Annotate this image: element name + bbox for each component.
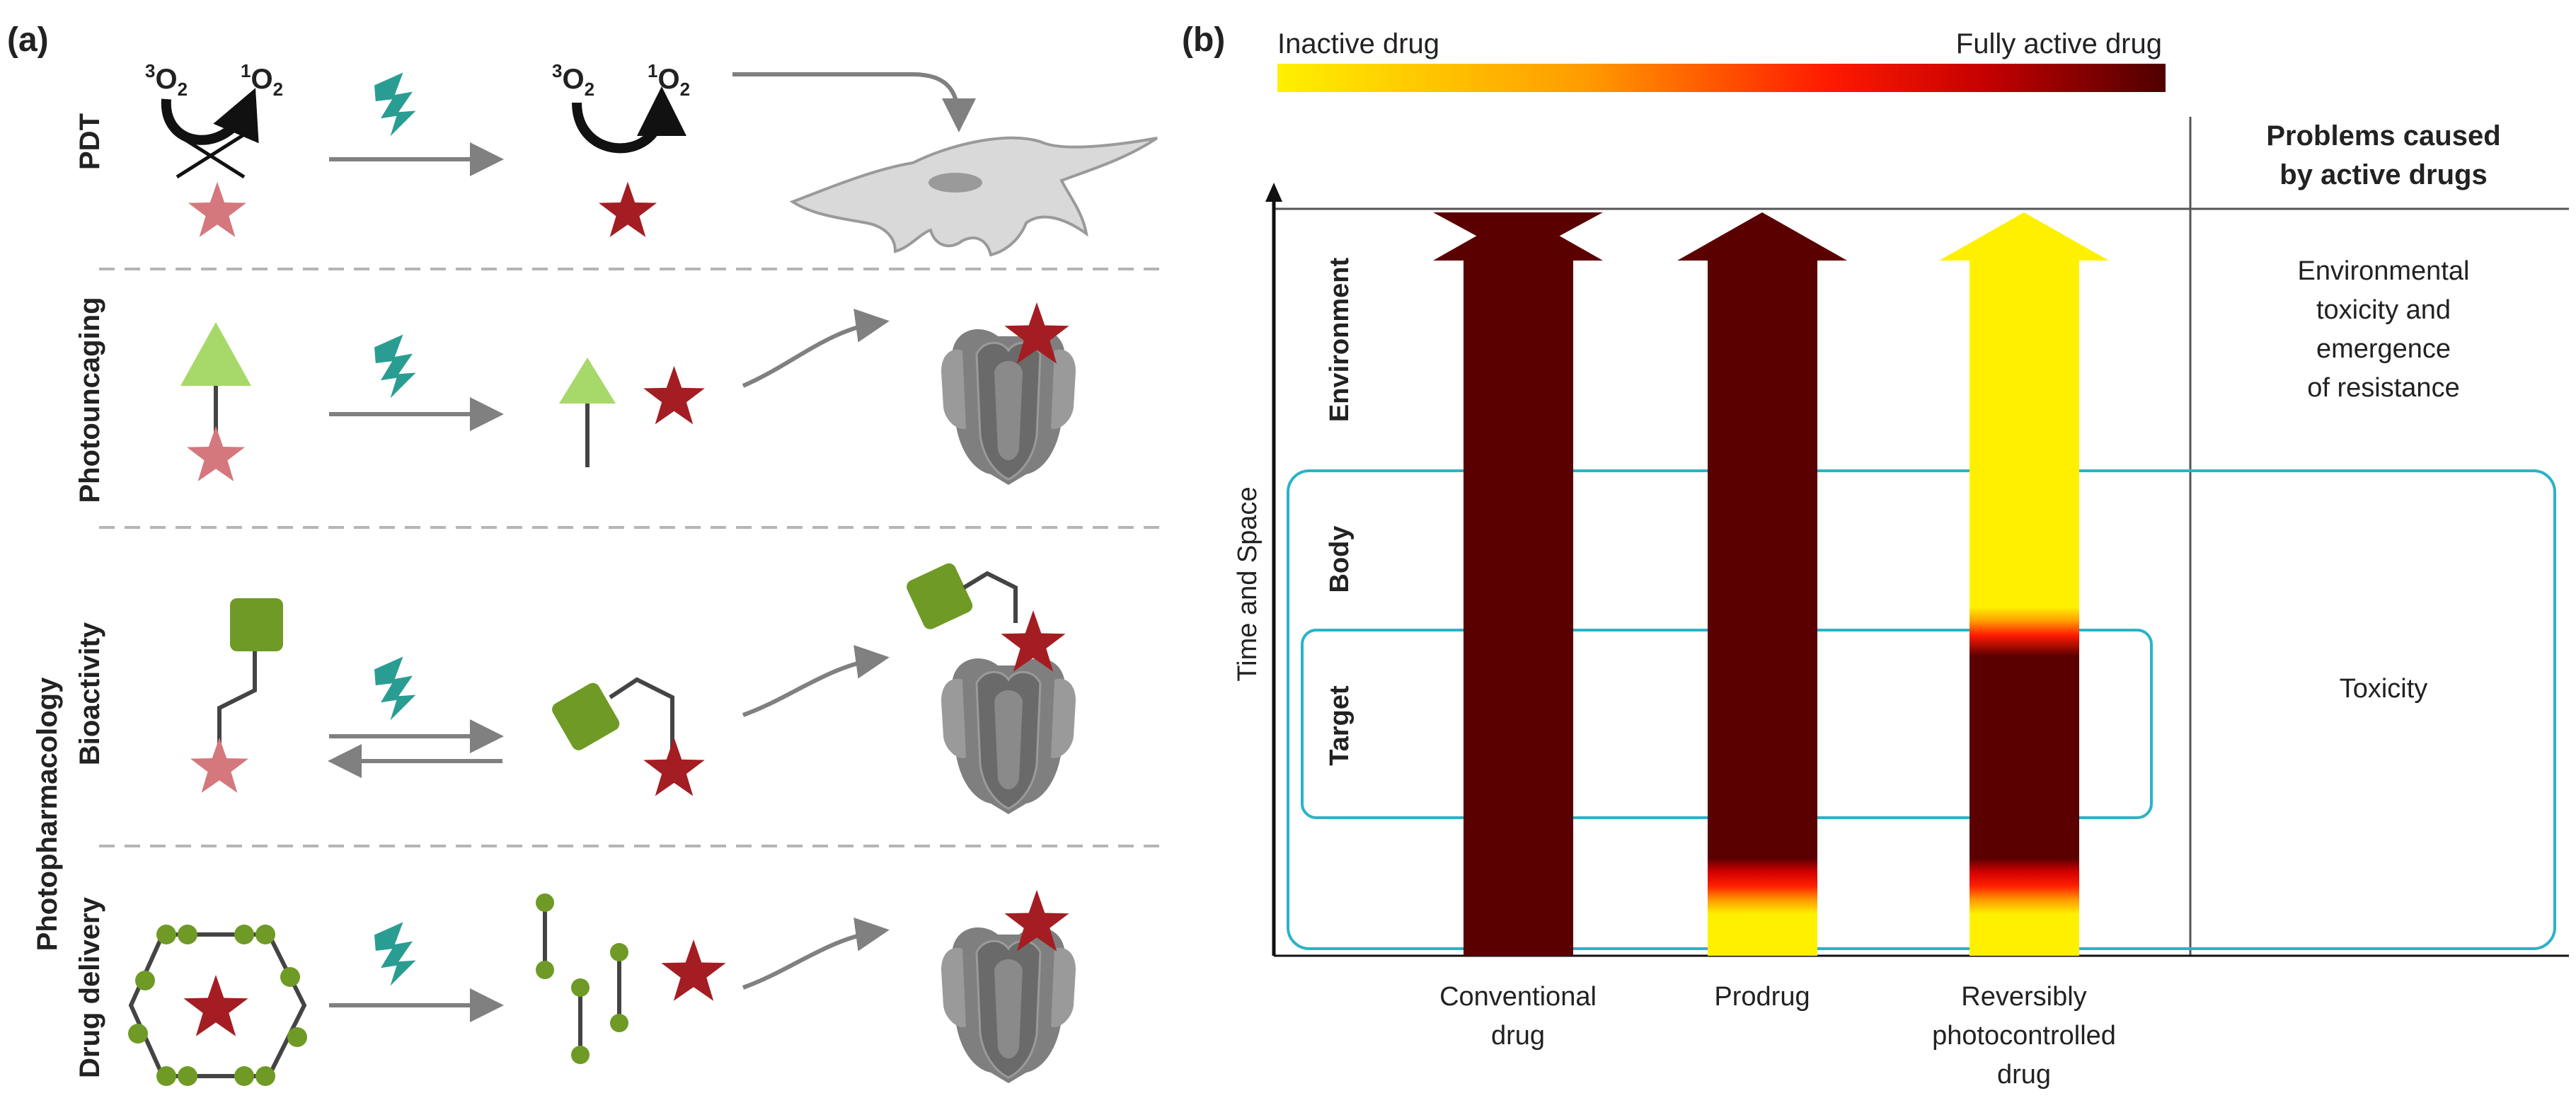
level-label-target: Target — [1325, 685, 1355, 766]
svg-text:3O2: 3O2 — [552, 60, 594, 100]
panel-b-label: (b) — [1182, 21, 1225, 59]
category-conventional-line1: Conventional — [1439, 982, 1597, 1012]
bound-switch-linker — [962, 571, 1018, 623]
gradient-label-inactive: Inactive drug — [1277, 28, 1439, 59]
receptor-icon — [940, 926, 1077, 1085]
bound-switch-square-icon — [907, 563, 973, 629]
pdt-cross-icon — [176, 132, 246, 179]
row-label-pdt: PDT — [74, 113, 105, 170]
pdt-target-arrow — [732, 72, 976, 132]
svg-text:3O2: 3O2 — [145, 60, 188, 100]
switch-square-icon — [230, 598, 283, 651]
nanocarrier-beads — [128, 925, 307, 1086]
fragment-beads — [536, 893, 628, 1064]
panel-a-label: (a) — [7, 21, 49, 59]
svg-text:1O2: 1O2 — [648, 60, 690, 100]
receptor-icon — [940, 657, 1077, 816]
pdt-active-arrow — [572, 86, 686, 154]
receptor-icon — [940, 328, 1077, 486]
switch-linker — [609, 677, 674, 750]
switch-square-icon — [552, 682, 620, 750]
category-reversible-line3: drug — [1997, 1060, 2051, 1090]
fragments — [543, 903, 621, 1055]
active-star-icon — [598, 181, 657, 237]
active-star-icon — [643, 365, 705, 425]
problem-env-line2: toxicity and — [2316, 295, 2451, 325]
pdt-right-oxygen: 3O2 1O2 — [552, 60, 690, 100]
inactive-star-icon — [186, 425, 246, 481]
delivery-target-arrow — [742, 917, 890, 990]
reversible-drug-arrow — [1939, 212, 2109, 956]
svg-text:1O2: 1O2 — [241, 60, 283, 100]
inactive-star-icon — [188, 181, 247, 237]
active-star-icon — [643, 737, 705, 796]
category-conventional-line2: drug — [1491, 1021, 1545, 1051]
released-star-icon — [661, 939, 726, 1001]
cell-icon — [789, 136, 1158, 257]
axis-label-time-space: Time and Space — [1233, 486, 1263, 681]
problem-env-line3: emergence — [2316, 334, 2451, 364]
light-bolt-icon — [374, 922, 416, 986]
activity-gradient-bar — [1277, 64, 2166, 92]
category-prodrug: Prodrug — [1714, 982, 1810, 1012]
light-bolt-icon — [374, 72, 416, 137]
light-bolt-icon — [374, 656, 416, 721]
problem-toxicity: Toxicity — [2340, 674, 2428, 704]
prodrug-arrow — [1677, 212, 1847, 956]
problems-header-line2: by active drugs — [2279, 159, 2487, 190]
cell-nucleus-icon — [928, 173, 982, 193]
problem-env-line1: Environmental — [2298, 256, 2470, 286]
cage-triangle-icon — [180, 322, 251, 386]
gradient-label-active: Fully active drug — [1956, 28, 2162, 59]
body-region-box — [1287, 469, 2556, 950]
inactive-star-icon — [190, 737, 249, 793]
level-label-environment: Environment — [1325, 258, 1355, 423]
row-label-photouncaging: Photouncaging — [74, 297, 105, 503]
row-label-bioactivity: Bioactivity — [74, 622, 105, 765]
uncaging-target-arrow — [742, 308, 890, 388]
problems-header-line1: Problems caused — [2266, 120, 2500, 152]
light-bolt-icon — [374, 334, 416, 399]
level-label-body: Body — [1325, 526, 1355, 593]
switch-linker — [217, 651, 257, 761]
row-label-photopharmacology: Photopharmacology — [32, 677, 63, 951]
row-label-drug-delivery: Drug delivery — [74, 896, 105, 1078]
category-reversible-line2: photocontrolled — [1932, 1021, 2116, 1051]
y-axis-arrowhead — [1265, 183, 1282, 202]
encapsulated-star-icon — [183, 975, 248, 1036]
problem-env-line4: of resistance — [2307, 373, 2459, 403]
released-cage-icon — [559, 358, 616, 404]
pdt-blocked-arrow — [161, 88, 259, 145]
pdt-left-oxygen: 3O2 1O2 — [145, 60, 283, 100]
bioactivity-target-arrow — [742, 644, 890, 717]
conventional-drug-arrow — [1433, 212, 1603, 956]
category-reversible-line1: Reversibly — [1961, 982, 2086, 1012]
